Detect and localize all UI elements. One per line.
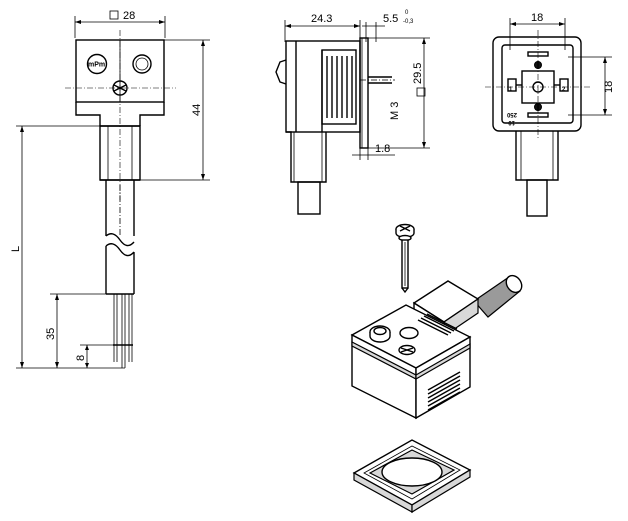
led-window [132,54,152,74]
dim-pin-offset-tol-upper: 0 [405,10,409,16]
back-face [492,36,582,132]
gasket [352,439,472,514]
dim-side-depth: 24.3 [311,13,332,25]
back-cable-stub [526,179,548,217]
front-view: 28 mPm [10,10,210,369]
logo-text: mPm [88,62,105,69]
dim-back-pitch-v: 18 [603,81,615,93]
square-symbol-icon-2 [416,87,426,97]
dim-flange-thickness: 1.8 [375,143,390,155]
dim-flange-height: 29.5 [412,63,424,84]
side-flange [359,37,369,149]
back-view: 18 1 2 10 250 18 [485,12,615,217]
dim-front-width: 28 [123,10,135,22]
dim-strip-length: 35 [45,328,57,340]
dim-back-pitch-h: 18 [531,12,543,24]
gasket-code-top: 10 [508,119,515,125]
dim-pin-offset: 5.5 [383,13,398,25]
isometric-connector [350,274,523,420]
fixing-screw [395,223,415,294]
square-symbol-icon [109,10,119,20]
svg-text:1: 1 [509,87,513,93]
side-view: 24.3 5.5 0 -0,3 29.5 [275,10,430,215]
dim-cable-length: L [10,246,22,252]
gasket-code-bottom: 250 [506,111,517,117]
side-cable-stub [297,181,321,215]
dim-wire-end: 8 [75,355,87,361]
dim-screw-thread: M 3 [389,102,401,120]
dim-height: 44 [191,104,203,116]
logo-badge [86,53,108,75]
svg-text:2: 2 [562,87,566,93]
dim-pin-offset-tol-lower: -0,3 [403,19,414,25]
side-housing [285,40,361,133]
